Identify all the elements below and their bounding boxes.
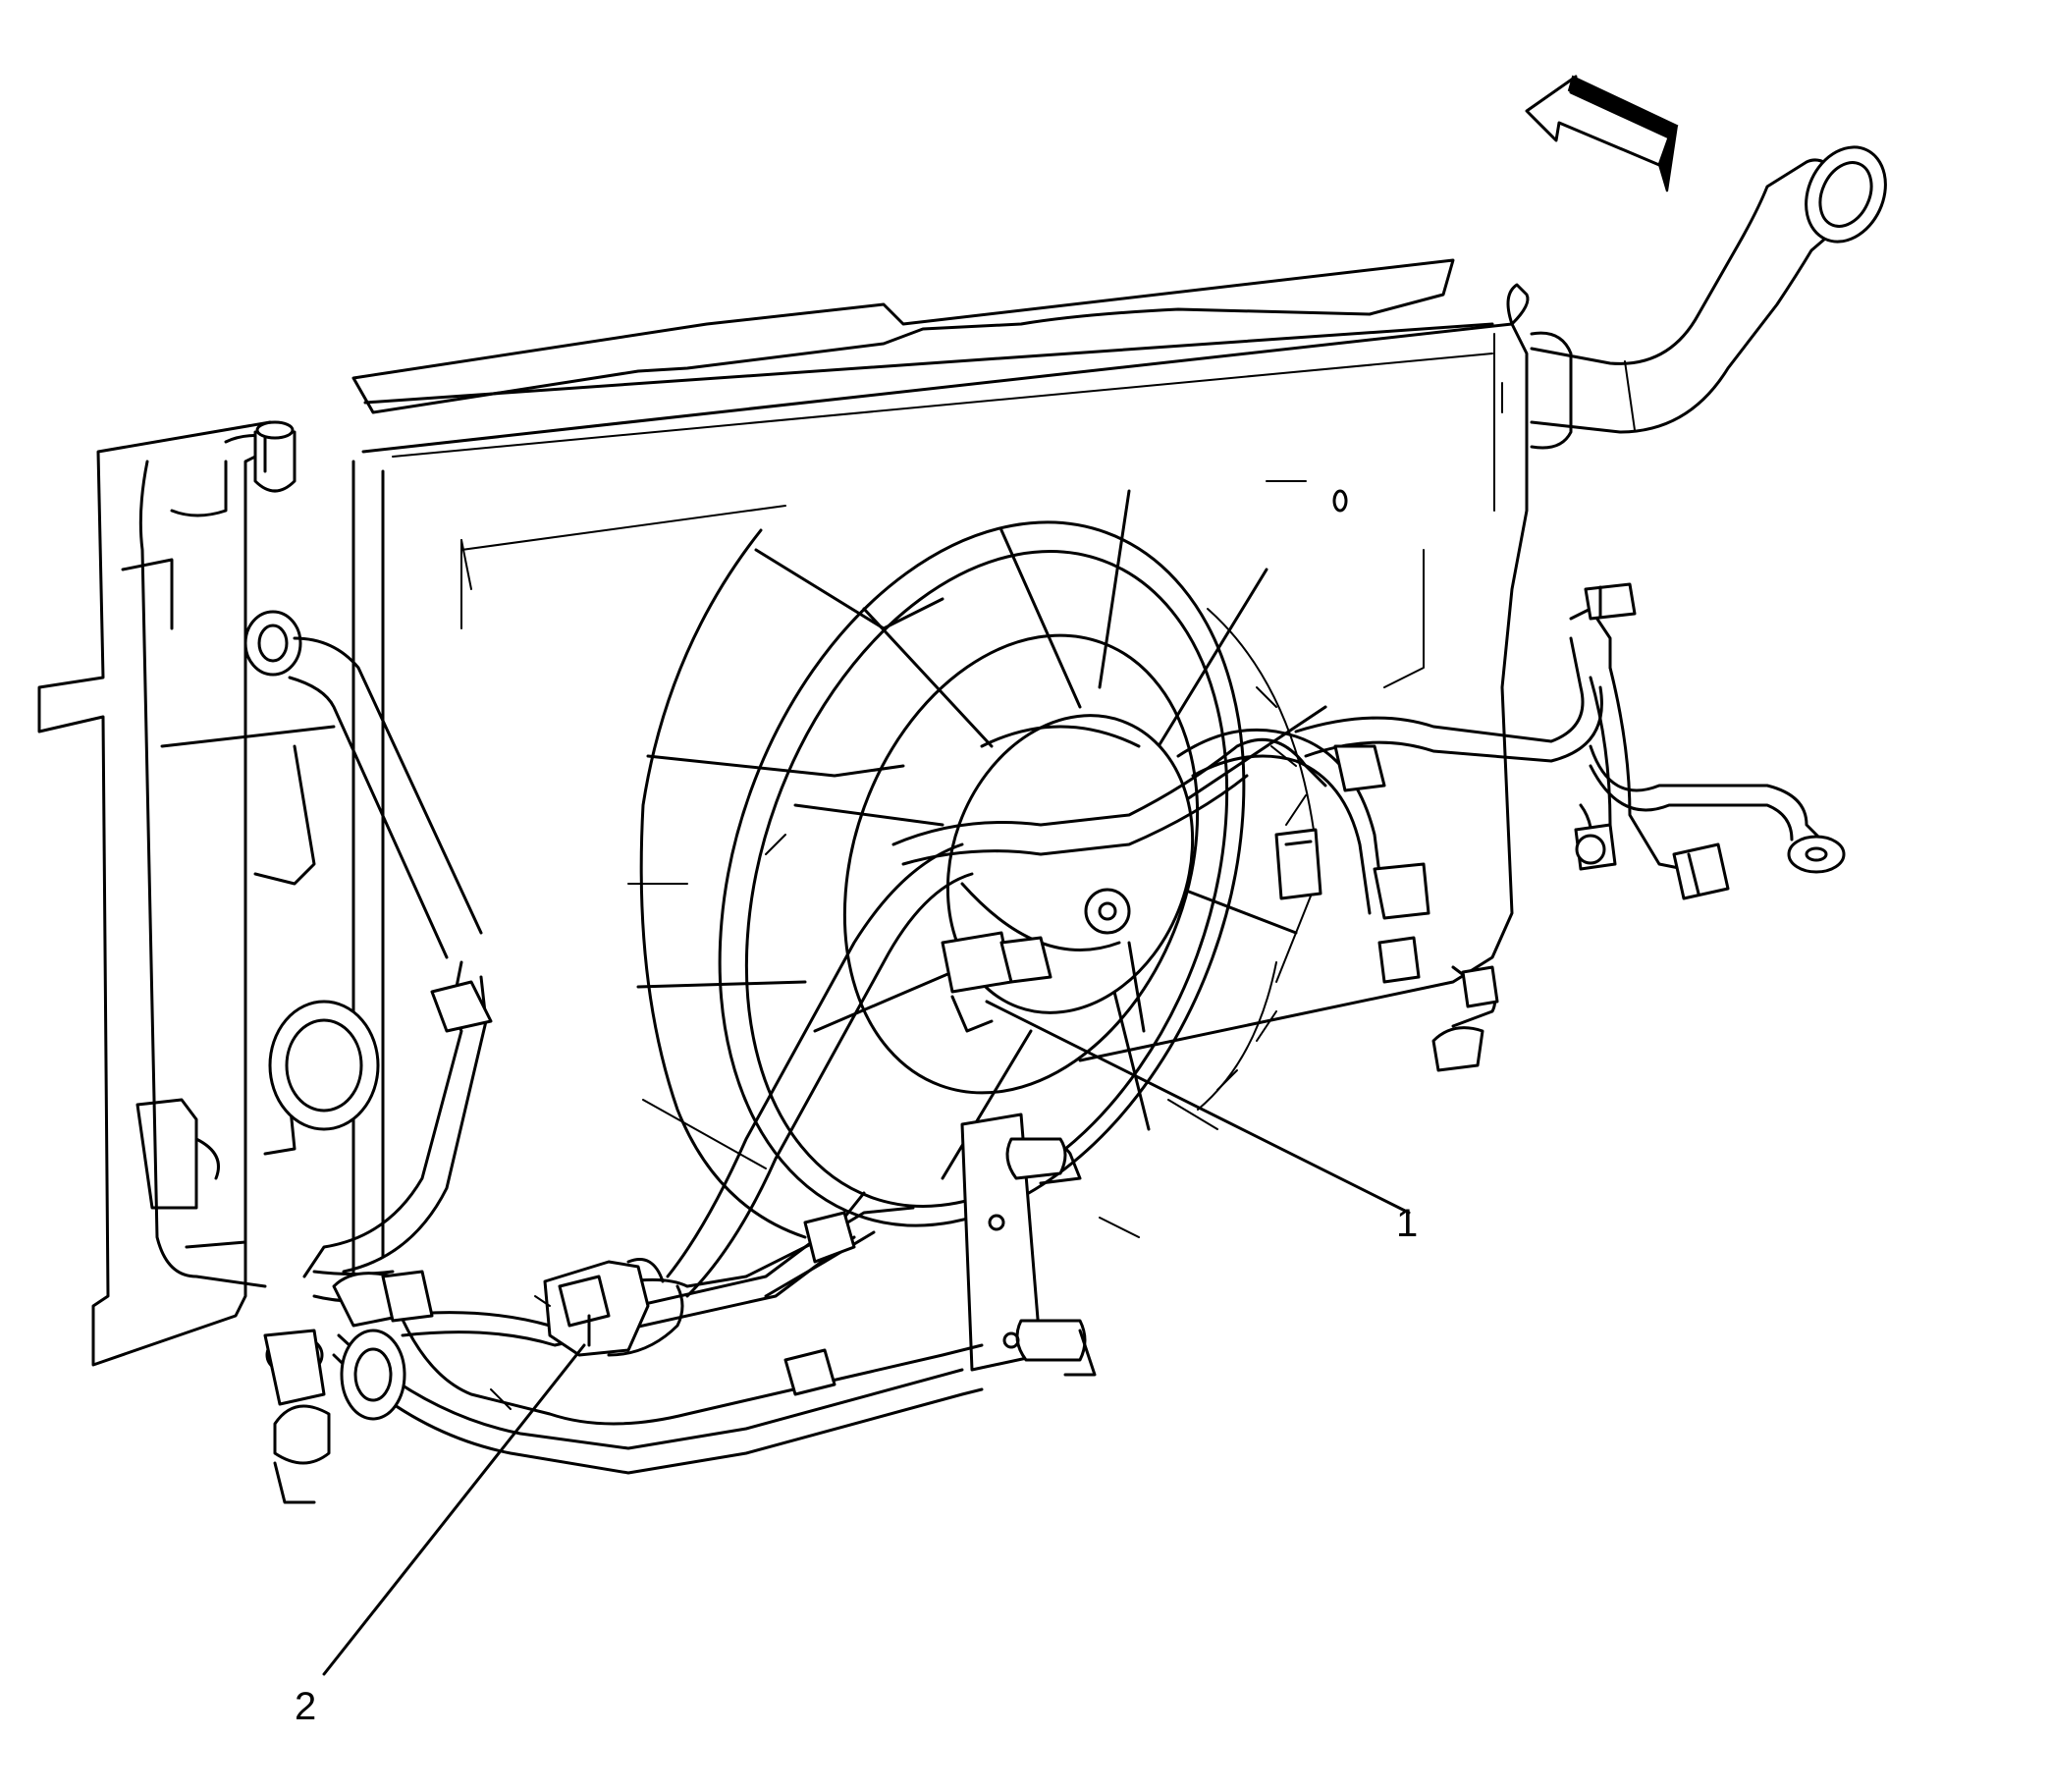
radiator-inlet-fitting <box>243 610 483 1131</box>
upper-radiator-hose <box>1530 145 1887 450</box>
left-side-plate <box>37 420 336 1367</box>
callout-number-1: 1 <box>1396 1202 1419 1245</box>
lower-radiator-fittings <box>263 1270 434 1504</box>
direction-arrow-icon <box>1525 75 1679 192</box>
shroud-details <box>460 480 1348 1238</box>
harness-connectors <box>941 582 1846 1033</box>
callout-leader-2 <box>322 1343 586 1676</box>
callout-leader-1 <box>985 1000 1411 1215</box>
right-mount-bracket <box>960 965 1499 1377</box>
cooling-fan <box>718 489 1327 1227</box>
transmission-cooler-line <box>302 960 493 1278</box>
fan-shroud <box>627 528 944 1239</box>
fan-motor <box>945 714 1195 1033</box>
callout-leaders <box>322 1000 1411 1676</box>
radiator-lower-connector <box>534 1258 684 1357</box>
radiator-shroud <box>351 258 1494 551</box>
fan-wiring-harness <box>666 607 1838 1298</box>
callout-number-2: 2 <box>295 1685 317 1728</box>
